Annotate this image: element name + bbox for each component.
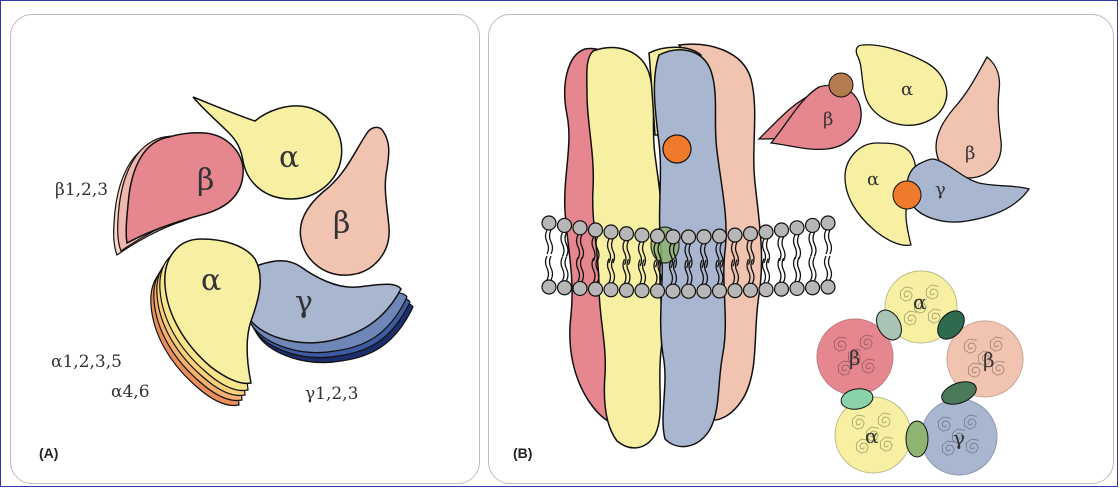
lipid-head	[775, 282, 789, 296]
top-view-gamma-glyph: γ	[935, 179, 946, 200]
lipid-head	[806, 218, 820, 232]
beta-right-glyph: β	[333, 206, 350, 241]
alpha-top-glyph: α	[279, 140, 299, 175]
lipid-head	[821, 280, 835, 294]
lipid-head	[573, 221, 587, 235]
gamma-glyph: γ	[295, 285, 313, 320]
lipid-head	[635, 228, 649, 242]
bottom-view: α β β α γ	[817, 271, 1023, 475]
lipid-head	[697, 284, 711, 298]
lipid-head	[697, 230, 711, 244]
lipid-head	[542, 280, 556, 294]
lipid-head	[713, 284, 727, 298]
bottom-view-gamma-glyph: γ	[953, 426, 965, 450]
panel-b-label: (B)	[513, 445, 532, 461]
lipid-head	[790, 281, 804, 295]
lipid-head	[728, 284, 742, 298]
panel-b-diagram: β α β α γ α	[489, 15, 1115, 485]
lipid-head	[620, 283, 634, 297]
lipid-head	[775, 223, 789, 237]
lipid-head	[558, 281, 572, 295]
lipid-head	[620, 227, 634, 241]
lipid-head	[666, 284, 680, 298]
lipid-head	[635, 284, 649, 298]
lipid-head	[573, 281, 587, 295]
binding-site-orange	[663, 135, 691, 163]
lipid-tail	[546, 230, 553, 280]
panel-b: β α β α γ α	[488, 14, 1114, 484]
top-view-beta-right-glyph: β	[965, 143, 975, 164]
lipid-head	[806, 281, 820, 295]
top-view-alpha-bottom-glyph: α	[867, 169, 879, 190]
bottom-view-alpha-bottom-glyph: α	[865, 424, 879, 448]
bottom-view-alpha-top-glyph: α	[913, 290, 927, 314]
lipid-tail	[825, 230, 832, 280]
lipid-head	[666, 230, 680, 244]
lipid-head	[604, 225, 618, 239]
panel-a: γ α β α β β1,2,3 α1,2,3,5 α4,6 γ1,2,3 (A…	[10, 14, 480, 484]
lipid-head	[589, 223, 603, 237]
beta-left-glyph: β	[197, 163, 214, 198]
lipid-tail	[778, 237, 785, 282]
lipid-head	[589, 282, 603, 296]
lipid-head	[759, 283, 773, 297]
bottom-view-beta-left-glyph: β	[849, 346, 861, 370]
gamma-isoform-label: γ1,2,3	[305, 384, 358, 404]
alpha-isoform-label-a: α1,2,3,5	[51, 352, 122, 372]
lipid-head	[651, 284, 665, 298]
panel-a-diagram: γ α β α β β1,2,3 α1,2,3,5 α4,6 γ1,2,3	[11, 15, 481, 485]
lipid-head	[821, 216, 835, 230]
lipid-tail	[809, 232, 816, 280]
lipid-head	[542, 216, 556, 230]
lipid-head	[682, 284, 696, 298]
lipid-head	[759, 225, 773, 239]
top-view-binding-site	[893, 181, 921, 209]
top-view-alpha-top-glyph: α	[901, 79, 913, 100]
lipid-head	[713, 229, 727, 243]
lipid-tail	[794, 235, 801, 282]
lipid-head	[790, 221, 804, 235]
lipid-head	[651, 229, 665, 243]
lipid-head	[744, 227, 758, 241]
top-view: β α β α γ	[759, 45, 1029, 246]
alpha-isoform-label-b: α4,6	[111, 382, 150, 402]
lipid-head	[682, 230, 696, 244]
lipid-tail	[763, 239, 770, 283]
lipid-head	[744, 283, 758, 297]
beta-isoform-label: β1,2,3	[55, 180, 108, 200]
lipid-head	[728, 228, 742, 242]
panel-a-label: (A)	[39, 445, 58, 461]
alpha-bottom-glyph: α	[201, 263, 221, 298]
bottom-view-beta-right-glyph: β	[983, 348, 995, 372]
top-view-beta-left-glyph: β	[823, 109, 833, 130]
lipid-tail	[561, 232, 568, 280]
lipid-head	[558, 218, 572, 232]
lipid-head	[604, 283, 618, 297]
